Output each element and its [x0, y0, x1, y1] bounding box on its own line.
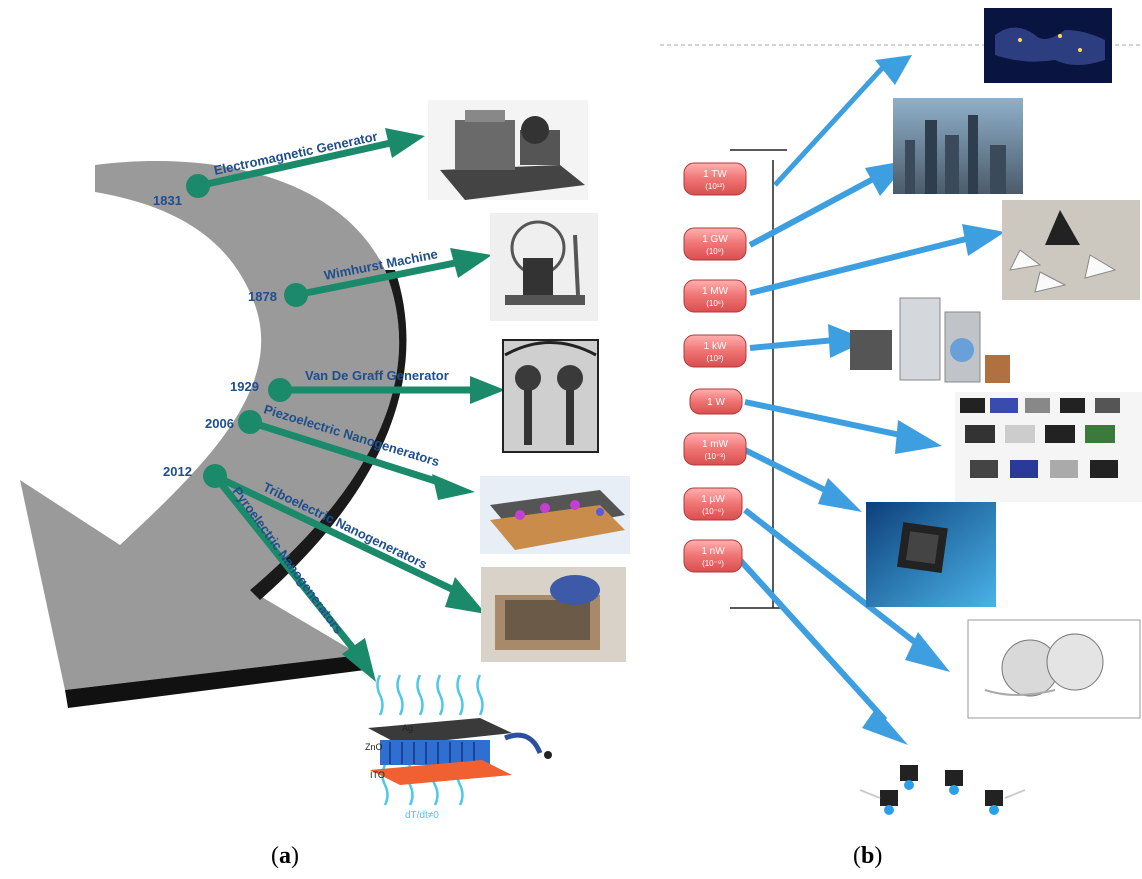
pill-tw	[683, 162, 747, 196]
pill-mwm-label: 1 mW	[702, 439, 729, 450]
electromagnetic-generator-image	[428, 100, 588, 200]
pill-gw-exp: (10⁹)	[706, 247, 724, 256]
microchip-image	[866, 502, 996, 607]
pill-nw	[683, 539, 743, 573]
pill-uw-label: 1 µW	[701, 494, 725, 505]
pill-kw-exp: (10³)	[707, 354, 724, 363]
pill-kw	[683, 334, 747, 368]
year-1878: 1878	[248, 289, 277, 304]
panel-a: 1831 1878 1929 2006 2012 Electromagnetic…	[20, 100, 630, 821]
electronics-image	[955, 392, 1142, 502]
aircraft-image	[1002, 200, 1140, 300]
pill-w-label: 1 W	[707, 397, 725, 408]
year-1831: 1831	[153, 193, 182, 208]
pyro-formula: dT/dt≠0	[405, 810, 439, 821]
pill-kw-label: 1 kW	[704, 341, 727, 352]
earth-night-image	[984, 8, 1112, 83]
piezo-nanogenerator-image	[480, 476, 630, 554]
year-2006: 2006	[205, 416, 234, 431]
pill-nw-exp: (10⁻⁹)	[702, 559, 724, 568]
year-2012: 2012	[163, 464, 192, 479]
pill-mwm-exp: (10⁻³)	[704, 452, 725, 461]
wimhurst-machine-image	[490, 213, 598, 321]
pyro-nanogenerator-image: Ag ZnO ITO dT/dt≠0	[365, 674, 552, 821]
panel-b-label: (b)	[853, 843, 883, 869]
year-1929: 1929	[230, 379, 259, 394]
pyro-layer-zno: ZnO	[365, 742, 383, 752]
pill-gw	[683, 227, 747, 261]
sensors-image	[859, 765, 1026, 815]
pill-nw-label: 1 nW	[701, 546, 725, 557]
timeline-arc-shadow	[65, 655, 365, 708]
pill-w	[689, 388, 743, 415]
pill-uw	[683, 487, 743, 521]
power-level-pills	[683, 162, 747, 573]
pyro-layer-ito: ITO	[370, 770, 385, 780]
pill-mw-exp: (10⁶)	[706, 299, 724, 308]
panel-a-label: (a)	[271, 843, 299, 869]
pill-tw-label: 1 TW	[703, 169, 727, 180]
pill-mw-label: 1 MW	[702, 286, 729, 297]
label-vandegraff: Van De Graff Generator	[305, 368, 449, 383]
city-image	[893, 98, 1023, 194]
pacemaker-image	[967, 619, 1141, 719]
pill-tw-exp: (10¹²)	[705, 182, 725, 191]
pill-mw	[683, 279, 747, 313]
pill-mw-milli	[683, 432, 747, 466]
pill-gw-label: 1 GW	[702, 234, 728, 245]
pyro-layer-ag: Ag	[402, 723, 413, 733]
panel-b: 1 TW (10¹²) 1 GW (10⁹) 1 MW (10⁶) 1 kW (…	[660, 8, 1142, 815]
van-de-graff-image	[502, 339, 599, 453]
appliances-image	[850, 297, 1010, 383]
tribo-nanogenerator-image	[481, 567, 626, 662]
pill-uw-exp: (10⁻⁶)	[702, 507, 724, 516]
